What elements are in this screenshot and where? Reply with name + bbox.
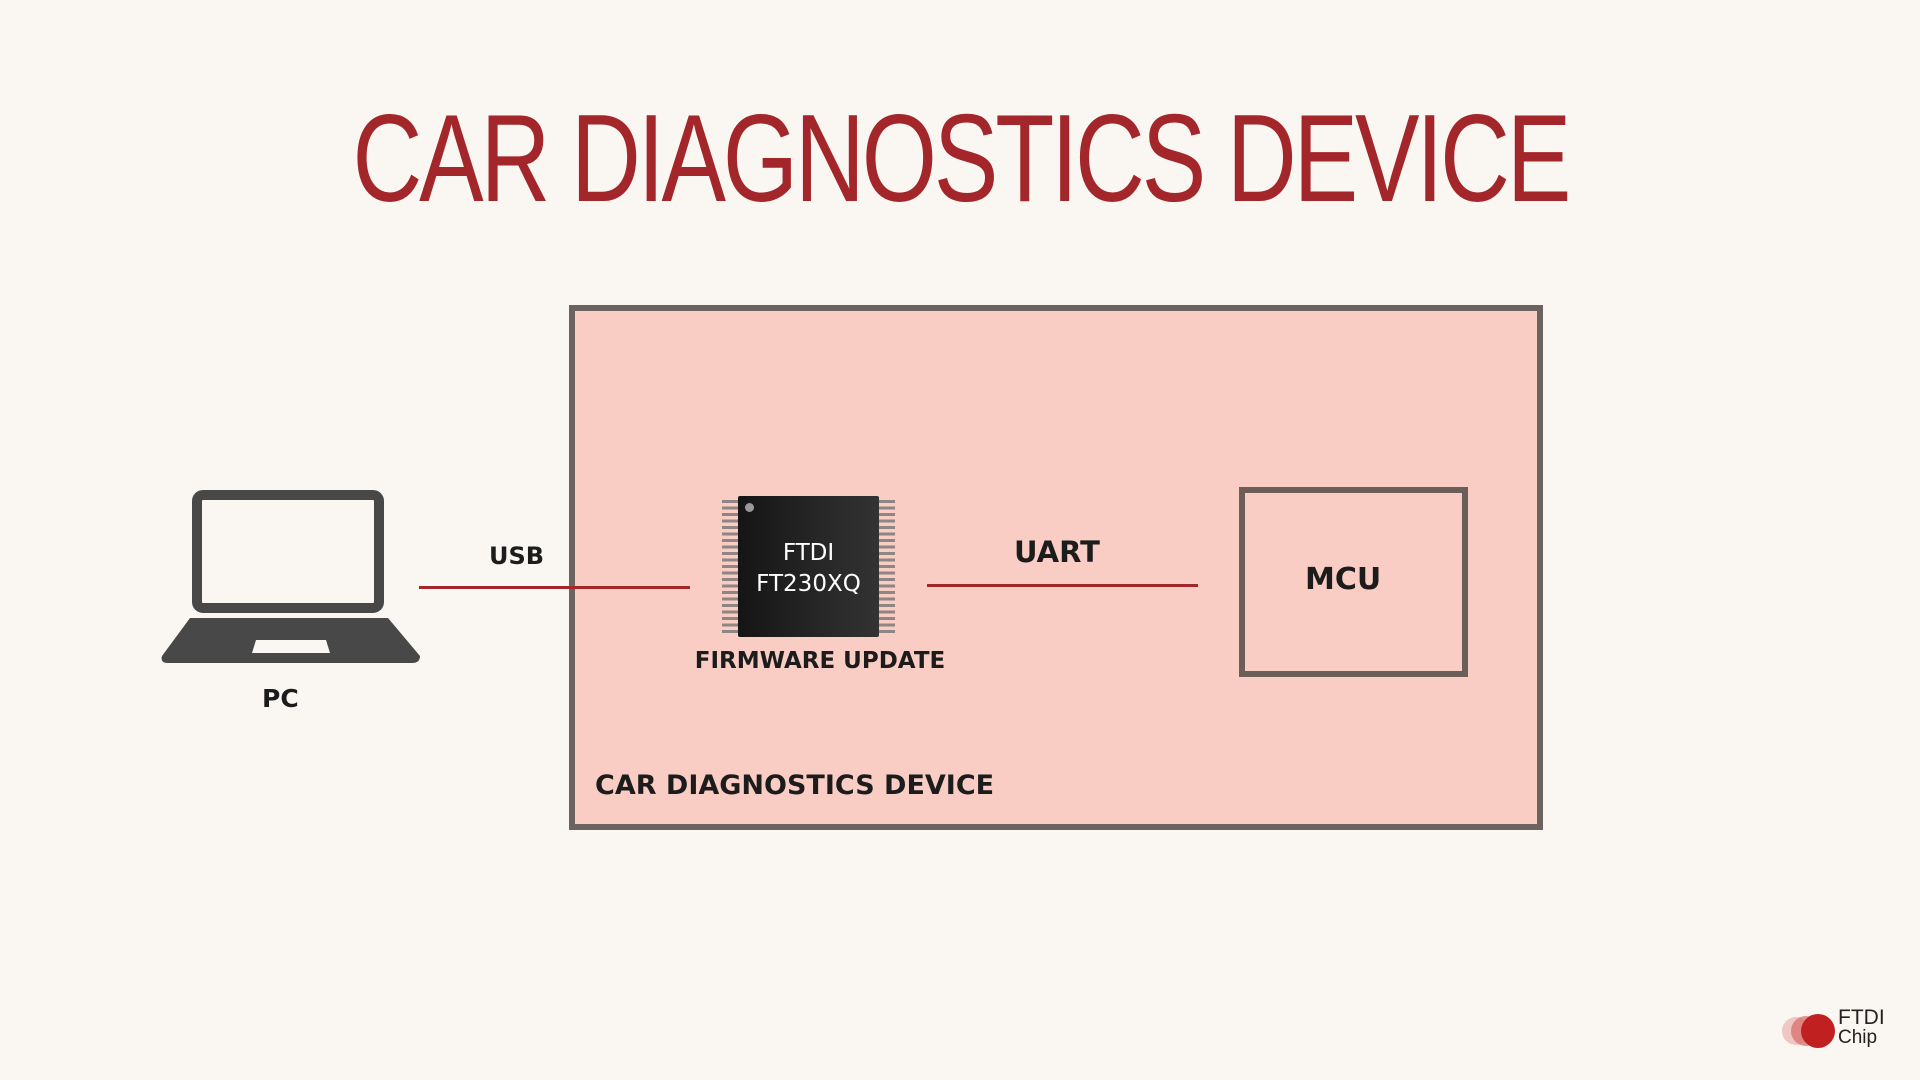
device-label: CAR DIAGNOSTICS DEVICE bbox=[595, 770, 995, 801]
uart-label: UART bbox=[1014, 535, 1100, 569]
chip-pins-right bbox=[879, 500, 895, 634]
pc-label: PC bbox=[262, 684, 299, 713]
page-title: CAR DIAGNOSTICS DEVICE bbox=[352, 90, 1571, 228]
mcu-label: MCU bbox=[1305, 562, 1382, 597]
chip-pins-left bbox=[722, 500, 738, 634]
uart-connection-line bbox=[927, 584, 1198, 587]
ftdi-chip: FTDI FT230XQ bbox=[738, 496, 879, 637]
laptop-icon bbox=[161, 490, 420, 663]
chip-caption: FIRMWARE UPDATE bbox=[694, 648, 946, 674]
usb-connection-line bbox=[419, 586, 690, 589]
usb-label: USB bbox=[489, 542, 545, 570]
pin1-marker bbox=[745, 503, 754, 512]
logo-mark-icon bbox=[1782, 1014, 1835, 1048]
chip-part-number: FT230XQ bbox=[756, 571, 861, 597]
chip-name: FTDI bbox=[782, 540, 835, 566]
mcu-box bbox=[1239, 487, 1468, 677]
ftdi-chip-logo: FTDI Chip bbox=[1778, 1007, 1888, 1054]
